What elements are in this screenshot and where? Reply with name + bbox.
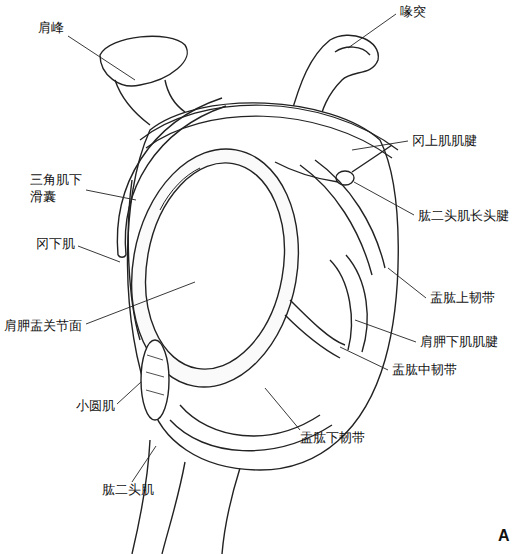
part-label: 三角肌下 滑囊 bbox=[30, 172, 85, 206]
part-label: 喙突 bbox=[400, 4, 426, 21]
part-label: 肩峰 bbox=[38, 20, 64, 37]
part-label: 盂肱上韧带 bbox=[430, 290, 495, 307]
part-label: 肱二头肌长头腱 bbox=[418, 208, 509, 225]
figure-letter: A bbox=[498, 526, 510, 547]
part-label: 盂肱中韧带 bbox=[392, 362, 457, 379]
part-label: 小圆肌 bbox=[76, 398, 115, 415]
part-label: 盂肱下韧带 bbox=[300, 430, 365, 447]
part-label: 肩胛盂关节面 bbox=[4, 318, 82, 335]
part-label: 冈下肌 bbox=[36, 236, 75, 253]
part-label: 冈上肌肌腱 bbox=[412, 133, 477, 150]
leader-lines bbox=[68, 14, 426, 482]
part-label: 肱二头肌 bbox=[102, 482, 154, 499]
part-label: 肩胛下肌肌腱 bbox=[420, 334, 498, 351]
